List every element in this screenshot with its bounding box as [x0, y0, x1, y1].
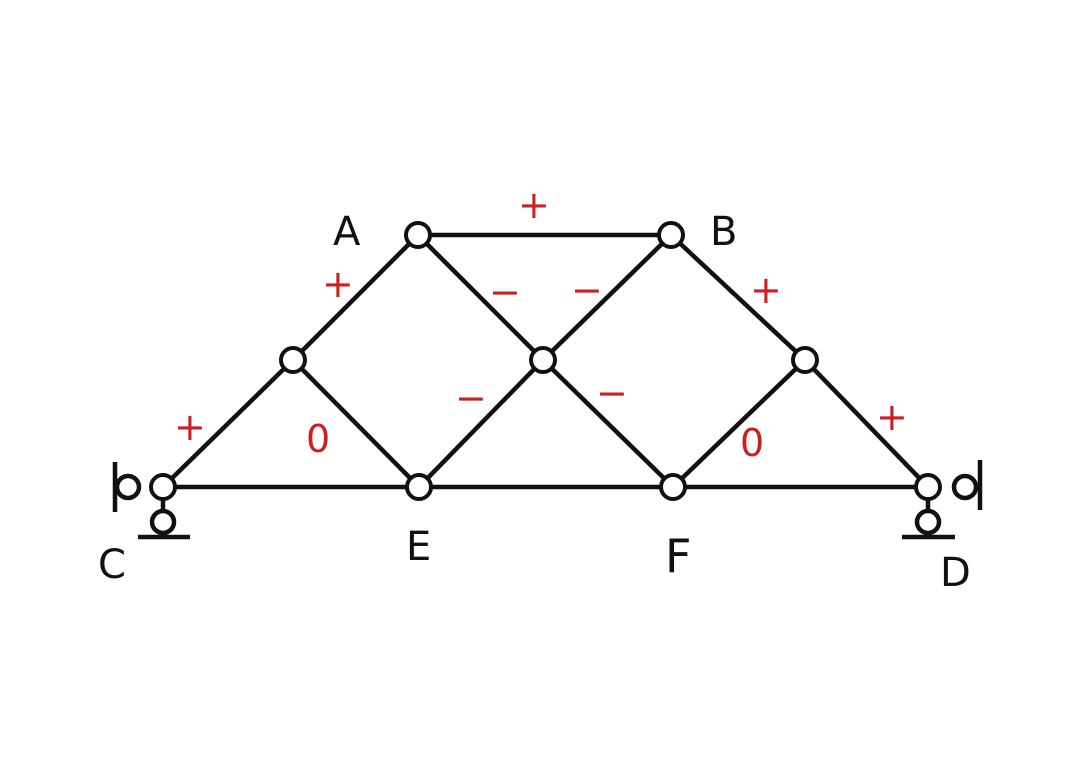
sign-member-mid-right-d: + — [876, 395, 908, 439]
member-b-mid-right — [668, 232, 808, 363]
member-e-center — [416, 357, 546, 490]
node-labels: A B C D E F — [98, 209, 971, 596]
sign-member-center-f: − — [596, 371, 628, 415]
member-mid-left-e — [290, 357, 422, 490]
member-a-center — [415, 232, 546, 363]
joint-f — [659, 473, 687, 501]
support-right-bottom-roller — [914, 508, 942, 536]
member-mid-left-a — [290, 232, 421, 363]
support-right — [902, 460, 983, 540]
joint-mid-left — [279, 346, 307, 374]
joint-a — [404, 221, 432, 249]
support-left — [112, 462, 190, 540]
joint-mid-right — [791, 346, 819, 374]
joint-e — [405, 473, 433, 501]
sign-member-b-mid-right: + — [750, 268, 782, 312]
joint-d — [914, 473, 942, 501]
support-left-side-roller — [114, 473, 142, 501]
sign-member-mid-left-e: 0 — [306, 417, 330, 461]
support-left-bottom-roller — [149, 508, 177, 536]
member-center-f — [540, 357, 676, 490]
node-label-e: E — [406, 524, 431, 570]
node-label-a: A — [333, 209, 361, 255]
truss-members — [160, 232, 931, 490]
node-label-d: D — [940, 550, 971, 596]
node-label-b: B — [710, 209, 737, 255]
member-f-mid-right — [670, 357, 808, 490]
joint-b — [657, 221, 685, 249]
sign-member-e-center: − — [455, 376, 487, 420]
sign-member-mid-left-a: + — [322, 262, 354, 306]
sign-member-f-mid-right: 0 — [740, 421, 764, 465]
member-c-mid-left — [160, 357, 296, 490]
node-label-c: C — [98, 542, 126, 588]
member-center-b — [540, 232, 674, 363]
sign-member-center-b: − — [571, 268, 603, 312]
member-mid-right-d — [802, 357, 931, 490]
member-force-signs: + + + 0 − − − − + + 0 — [174, 183, 908, 465]
support-right-side-roller — [951, 473, 979, 501]
truss-joints — [149, 221, 942, 501]
node-label-f: F — [665, 529, 691, 583]
sign-member-a-b: + — [518, 183, 550, 227]
sign-member-c-mid-left: + — [174, 405, 206, 449]
joint-c — [149, 473, 177, 501]
joint-center — [529, 346, 557, 374]
sign-member-a-center: − — [489, 270, 521, 314]
